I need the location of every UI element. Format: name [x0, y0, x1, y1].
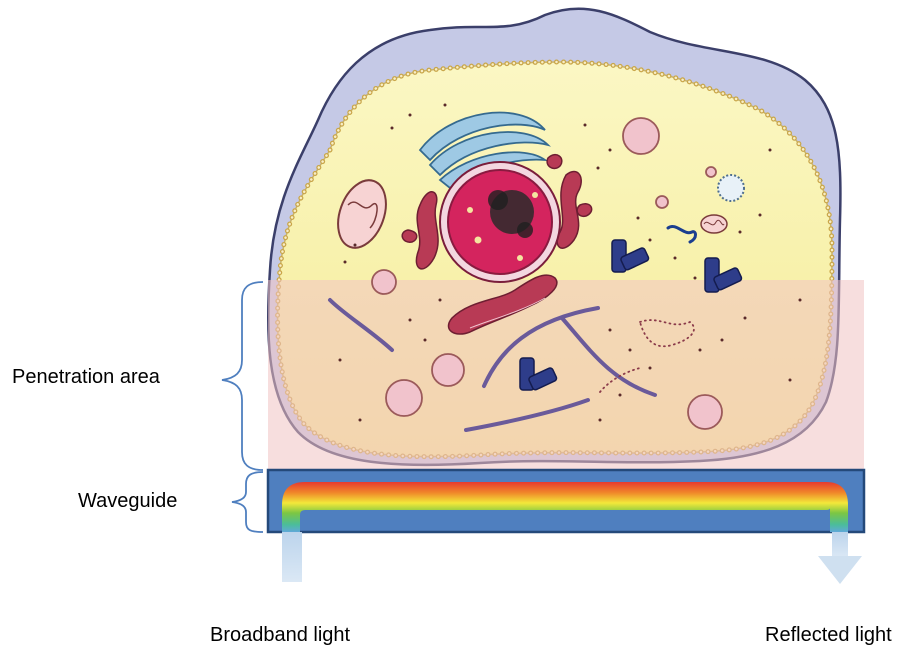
penetration-area-label: Penetration area	[12, 366, 160, 389]
reflected-light-arrow	[818, 532, 862, 584]
mitochondrion	[701, 215, 727, 233]
reflected-light-label: Reflected light	[765, 624, 892, 647]
waveguide-brace	[232, 472, 263, 532]
broadband-light-arrow	[282, 532, 302, 582]
penetration-area-brace	[222, 282, 263, 470]
penetration-area-zone	[268, 280, 864, 470]
broadband-light-label: Broadband light	[210, 624, 350, 647]
waveguide	[268, 470, 864, 532]
waveguide-label: Waveguide	[78, 490, 177, 513]
nucleus	[440, 162, 560, 282]
peroxisome	[718, 175, 744, 201]
